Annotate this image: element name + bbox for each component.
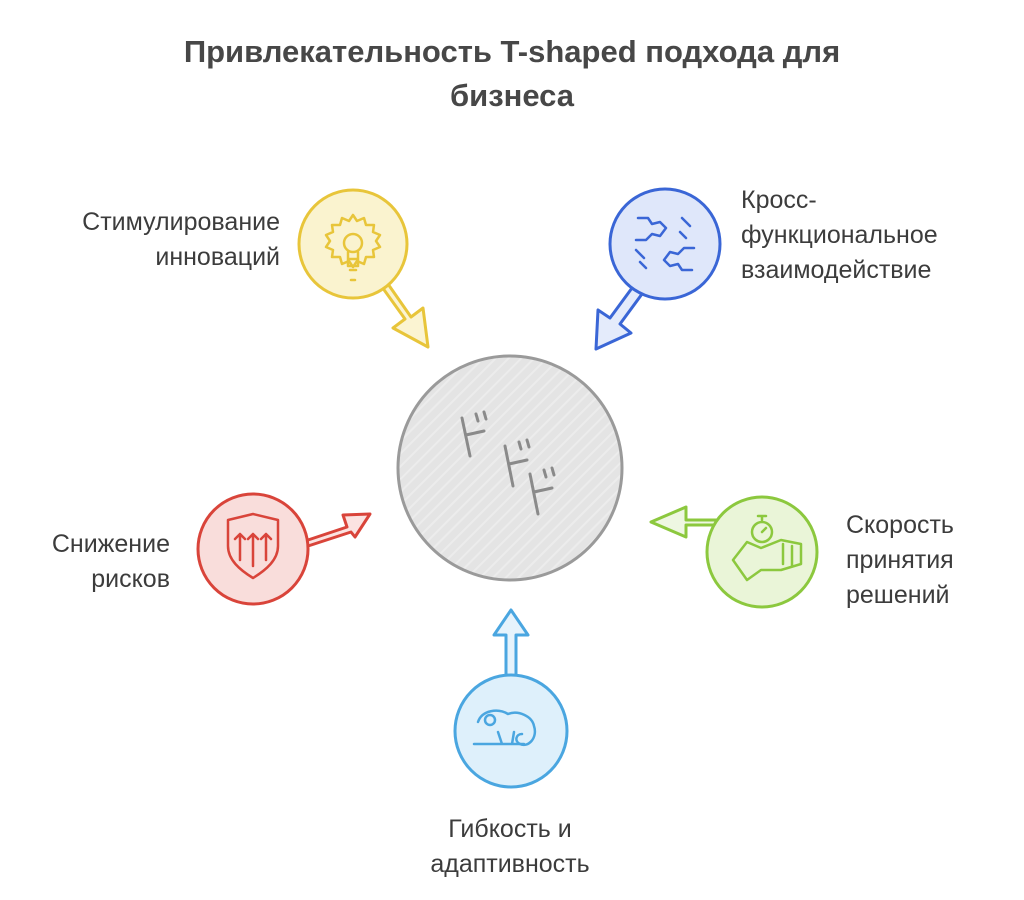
t-shaped-steps-icon: [460, 410, 556, 516]
label-innovation-line-2: инноваций: [155, 243, 280, 271]
label-innovation: Стимулирование инноваций: [18, 205, 280, 275]
label-collaboration: Кросс- функциональное взаимодействие: [741, 183, 1011, 288]
label-risk: Снижение рисков: [10, 527, 170, 597]
arrow-speed: [649, 505, 718, 539]
node-collaboration: [594, 187, 722, 351]
label-collaboration-line-1: Кросс-: [741, 186, 817, 214]
handshake-icon: [634, 216, 696, 272]
arrow-flexibility: [492, 608, 530, 675]
node-speed: [649, 495, 819, 609]
label-collaboration-line-3: взаимодействие: [741, 256, 932, 284]
diagram-title: Привлекательность T-shaped подхода для б…: [0, 30, 1024, 118]
title-line-2: бизнеса: [449, 78, 575, 113]
fist-stopwatch-icon: [731, 514, 803, 582]
arrow-collaboration: [594, 286, 644, 351]
label-speed-line-1: Скорость: [846, 511, 954, 539]
label-collaboration-line-2: функциональное: [741, 221, 938, 249]
arrow-risk: [300, 512, 372, 549]
label-flexibility-line-1: Гибкость и: [448, 815, 572, 843]
label-speed: Скорость принятия решений: [846, 508, 1016, 613]
node-flexibility: [453, 608, 569, 789]
node-risk: [196, 492, 372, 606]
chameleon-icon: [472, 709, 537, 747]
title-line-1: Привлекательность T-shaped подхода для: [183, 34, 841, 69]
label-flexibility: Гибкость и адаптивность: [380, 812, 640, 882]
gear-lightbulb-icon: [324, 213, 382, 282]
center-hub: [396, 354, 624, 582]
label-innovation-line-1: Стимулирование: [82, 208, 280, 236]
shield-arrows-icon: [226, 512, 280, 580]
label-speed-line-3: решений: [846, 581, 950, 609]
label-risk-line-2: рисков: [91, 565, 170, 593]
label-flexibility-line-2: адаптивность: [430, 850, 590, 878]
arrow-innovation: [380, 283, 430, 349]
label-risk-line-1: Снижение: [51, 530, 170, 558]
label-speed-line-2: принятия: [846, 546, 954, 574]
node-innovation: [297, 188, 430, 349]
